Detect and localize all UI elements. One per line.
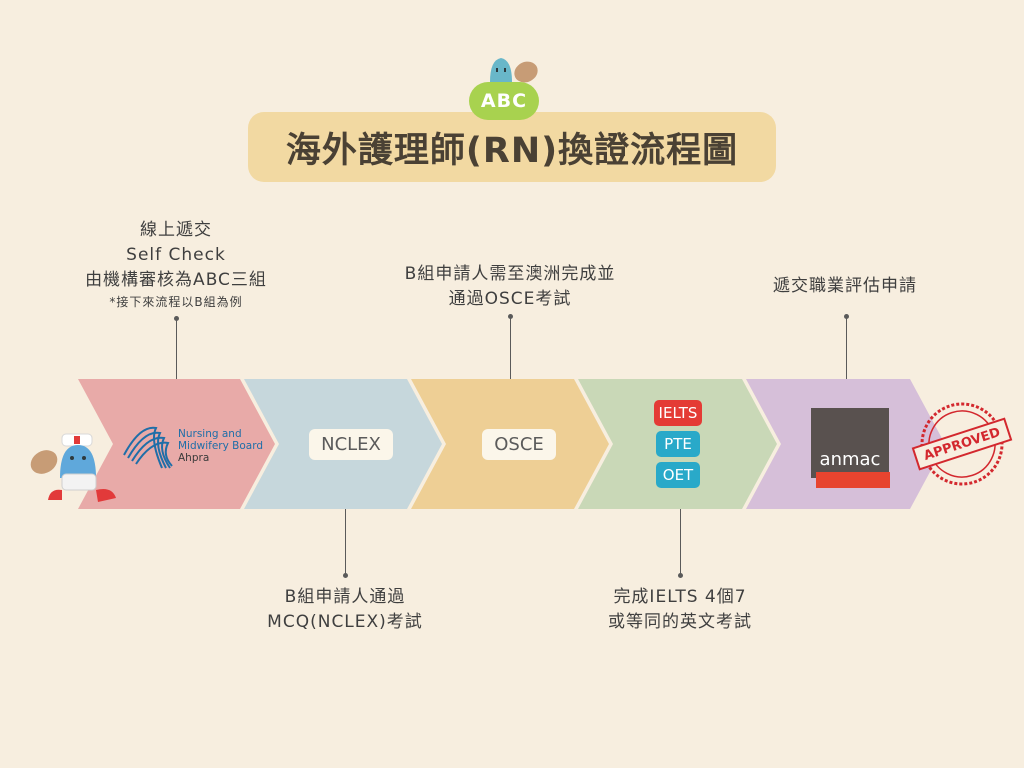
approved-stamp-icon <box>911 402 1013 486</box>
ielts-chip: IELTS <box>654 400 702 426</box>
note-self-check-line-2: Self Check <box>126 245 226 265</box>
abc-badge: ABC <box>469 82 539 120</box>
note-nclex-line-1: B組申請人通過 <box>284 587 406 607</box>
connector-nclex <box>345 509 346 575</box>
note-osce-line-2: 通過OSCE考試 <box>448 289 572 309</box>
ahpra-logo-icon <box>123 426 173 469</box>
note-nclex-line-2: MCQ(NCLEX)考試 <box>267 612 423 632</box>
mascot-top-icon <box>490 58 538 83</box>
connector-osce <box>510 316 511 379</box>
pte-chip: PTE <box>656 431 700 457</box>
page-title: 海外護理師(RN)換證流程圖 <box>285 130 739 171</box>
note-self-check-footnote: *接下來流程以B組為例 <box>109 295 243 309</box>
ahpra-logo-line-2: Midwifery Board <box>178 440 264 452</box>
connector-dot-nclex <box>343 573 348 578</box>
connector-dot-english <box>678 573 683 578</box>
title-box: 海外護理師(RN)換證流程圖 <box>248 112 776 182</box>
note-self-check: 線上遞交 Self Check 由機構審核為ABC三組 *接下來流程以B組為例 <box>60 218 292 311</box>
connector-anmac <box>846 316 847 379</box>
note-nclex: B組申請人通過 MCQ(NCLEX)考試 <box>240 585 450 635</box>
note-self-check-line-3: 由機構審核為ABC三組 <box>85 270 267 290</box>
ahpra-logo-line-3: Ahpra <box>178 452 210 464</box>
connector-english <box>680 509 681 575</box>
oet-chip: OET <box>656 462 700 488</box>
nclex-chip: NCLEX <box>309 429 393 460</box>
anmac-logo-text: anmac <box>819 449 881 470</box>
ahpra-logo-text: Nursing and Midwifery Board Ahpra <box>178 428 274 464</box>
note-osce: B組申請人需至澳洲完成並 通過OSCE考試 <box>390 262 630 312</box>
note-english-line-1: 完成IELTS 4個7 <box>613 587 747 607</box>
anmac-logo: anmac <box>811 408 889 478</box>
anmac-logo-bar <box>816 472 890 488</box>
osce-chip: OSCE <box>482 429 556 460</box>
connector-self-check <box>176 318 177 379</box>
note-english-line-2: 或等同的英文考試 <box>608 612 752 632</box>
note-self-check-line-1: 線上遞交 <box>140 220 212 240</box>
note-anmac: 遞交職業評估申請 <box>740 274 950 299</box>
arrow-step-ahpra <box>78 379 275 509</box>
ahpra-logo-line-1: Nursing and <box>178 428 242 440</box>
note-anmac-line-1: 遞交職業評估申請 <box>773 276 917 296</box>
note-english: 完成IELTS 4個7 或等同的英文考試 <box>575 585 785 635</box>
note-osce-line-1: B組申請人需至澳洲完成並 <box>404 264 616 284</box>
nurse-mascot-icon <box>30 433 116 502</box>
